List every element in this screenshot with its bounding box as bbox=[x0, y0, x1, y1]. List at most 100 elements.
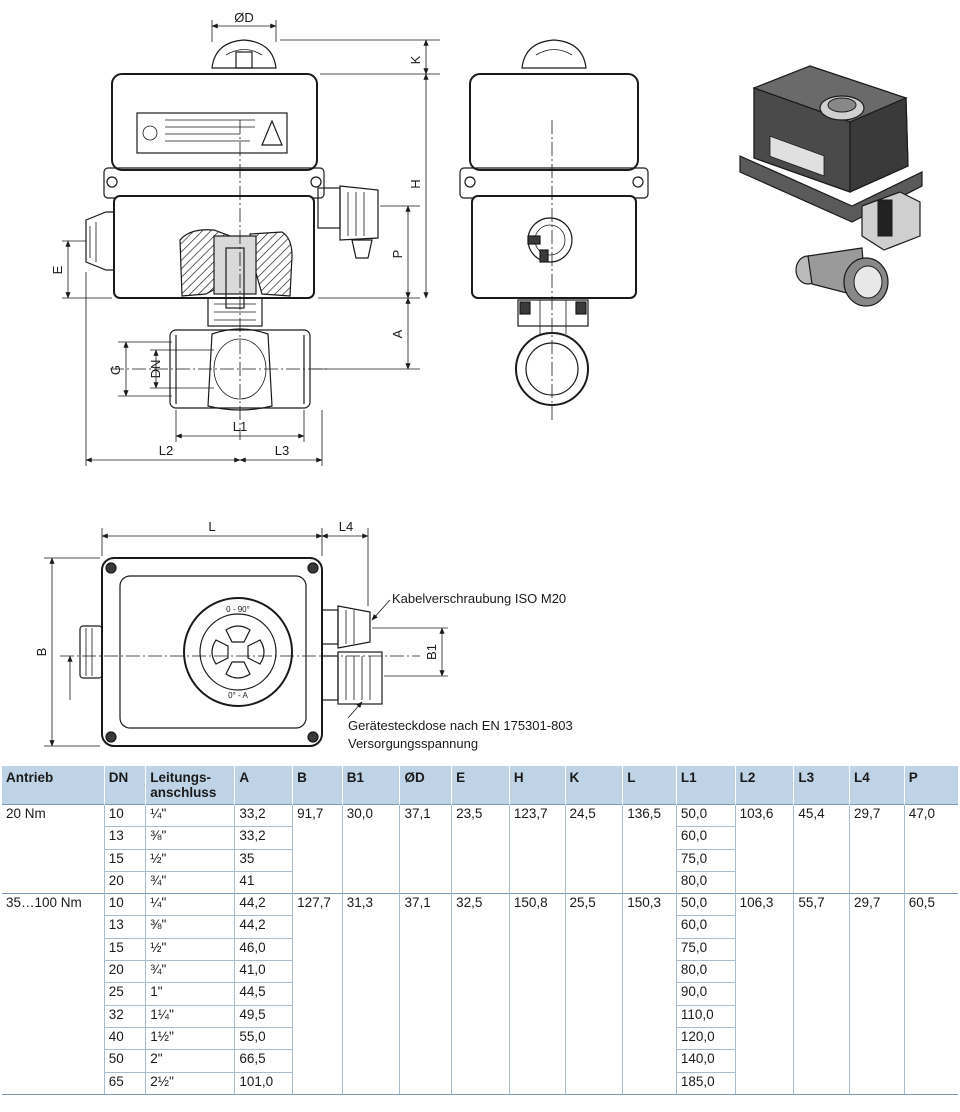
cell-dn: 10 bbox=[103, 893, 146, 916]
cell-l1: 50,0 bbox=[675, 803, 736, 827]
col-b: B bbox=[292, 766, 343, 805]
cell-od: 37,1 bbox=[399, 893, 452, 916]
cell-od bbox=[399, 982, 452, 1006]
cell-dn: 25 bbox=[103, 982, 146, 1006]
cell-dn: 40 bbox=[103, 1026, 146, 1050]
cell-b bbox=[292, 960, 343, 983]
cell-h bbox=[508, 960, 565, 983]
cell-e bbox=[451, 1072, 510, 1095]
cell-b1 bbox=[341, 849, 400, 872]
cell-l2 bbox=[734, 982, 794, 1006]
cell-k bbox=[564, 960, 623, 983]
cell-od bbox=[399, 1027, 452, 1050]
svg-text:0 - 90°: 0 - 90° bbox=[226, 605, 250, 614]
cell-l3 bbox=[793, 826, 850, 850]
dim-dn: DN bbox=[148, 360, 163, 379]
cell-l4: 29,7 bbox=[849, 803, 905, 827]
cell-k bbox=[564, 1027, 623, 1050]
cell-antrieb bbox=[2, 827, 104, 849]
cell-antrieb bbox=[2, 961, 104, 983]
cell-k bbox=[564, 871, 623, 894]
cell-b bbox=[292, 915, 343, 939]
dim-l4: L4 bbox=[339, 519, 353, 534]
cell-p: 60,5 bbox=[903, 893, 958, 916]
cell-conn: ½" bbox=[145, 937, 235, 961]
cell-antrieb bbox=[2, 849, 104, 871]
cell-l4 bbox=[849, 1027, 905, 1050]
cell-l4 bbox=[849, 960, 905, 983]
dim-p: P bbox=[390, 250, 405, 259]
cell-l3 bbox=[793, 1072, 850, 1095]
col-k: K bbox=[564, 766, 623, 805]
cell-p bbox=[903, 982, 958, 1006]
cell-l1: 140,0 bbox=[675, 1049, 736, 1073]
dim-a: A bbox=[390, 329, 405, 338]
cell-e bbox=[451, 871, 510, 894]
cell-k bbox=[564, 982, 623, 1006]
cell-a: 33,2 bbox=[234, 803, 293, 827]
cell-h bbox=[508, 915, 565, 939]
cell-conn: ⅜" bbox=[145, 826, 235, 850]
cell-od bbox=[399, 1049, 452, 1073]
cell-e bbox=[451, 915, 510, 939]
cell-b bbox=[292, 1072, 343, 1095]
cell-e bbox=[451, 982, 510, 1006]
cell-a: 44,5 bbox=[234, 982, 293, 1006]
dim-g: G bbox=[108, 365, 123, 375]
cell-h bbox=[508, 938, 565, 961]
cell-l bbox=[622, 1005, 677, 1028]
cell-b1 bbox=[341, 1005, 400, 1028]
cell-conn: ¾" bbox=[145, 870, 235, 894]
cell-b bbox=[292, 1005, 343, 1028]
cell-l4 bbox=[849, 1049, 905, 1073]
dim-b: B bbox=[34, 648, 49, 657]
cell-b1 bbox=[341, 982, 400, 1006]
cell-l2 bbox=[734, 1049, 794, 1073]
cell-l bbox=[622, 871, 677, 894]
cell-e bbox=[451, 1049, 510, 1073]
cell-l3 bbox=[793, 982, 850, 1006]
cell-k bbox=[564, 1049, 623, 1073]
cell-dn: 10 bbox=[103, 803, 146, 827]
col-dn: DN bbox=[103, 766, 146, 805]
cell-l4 bbox=[849, 982, 905, 1006]
dim-k: K bbox=[408, 55, 423, 64]
cell-a: 44,2 bbox=[234, 915, 293, 939]
cell-k bbox=[564, 826, 623, 850]
cell-k bbox=[564, 1005, 623, 1028]
cell-a: 33,2 bbox=[234, 826, 293, 850]
cell-l3 bbox=[793, 1005, 850, 1028]
cell-l2 bbox=[734, 849, 794, 872]
cell-l3 bbox=[793, 915, 850, 939]
cell-conn: ½" bbox=[145, 848, 235, 872]
cell-l4 bbox=[849, 849, 905, 872]
col-od: ØD bbox=[399, 766, 452, 805]
cell-l: 136,5 bbox=[622, 803, 677, 827]
cell-l bbox=[622, 849, 677, 872]
cell-l1: 75,0 bbox=[675, 937, 736, 961]
cell-l1: 90,0 bbox=[675, 982, 736, 1006]
cell-p bbox=[903, 960, 958, 983]
cell-b1 bbox=[341, 1027, 400, 1050]
side-view bbox=[459, 39, 649, 420]
cell-conn: ¼" bbox=[145, 803, 235, 827]
cell-h: 150,8 bbox=[508, 893, 565, 916]
cell-od bbox=[399, 915, 452, 939]
cell-b bbox=[292, 982, 343, 1006]
cell-dn: 15 bbox=[103, 848, 146, 872]
cell-od bbox=[399, 938, 452, 961]
cell-conn: 1" bbox=[145, 982, 235, 1006]
cell-l3 bbox=[793, 960, 850, 983]
col-l3: L3 bbox=[793, 766, 850, 805]
dim-b1: B1 bbox=[424, 644, 439, 660]
cell-l4 bbox=[849, 871, 905, 894]
cell-p bbox=[903, 915, 958, 939]
col-l1: L1 bbox=[675, 766, 736, 805]
col-h: H bbox=[508, 766, 565, 805]
cell-conn: ¼" bbox=[145, 893, 235, 916]
dimension-table: Antrieb DN Leitungs-anschluss A B B1 ØD … bbox=[2, 766, 958, 1095]
